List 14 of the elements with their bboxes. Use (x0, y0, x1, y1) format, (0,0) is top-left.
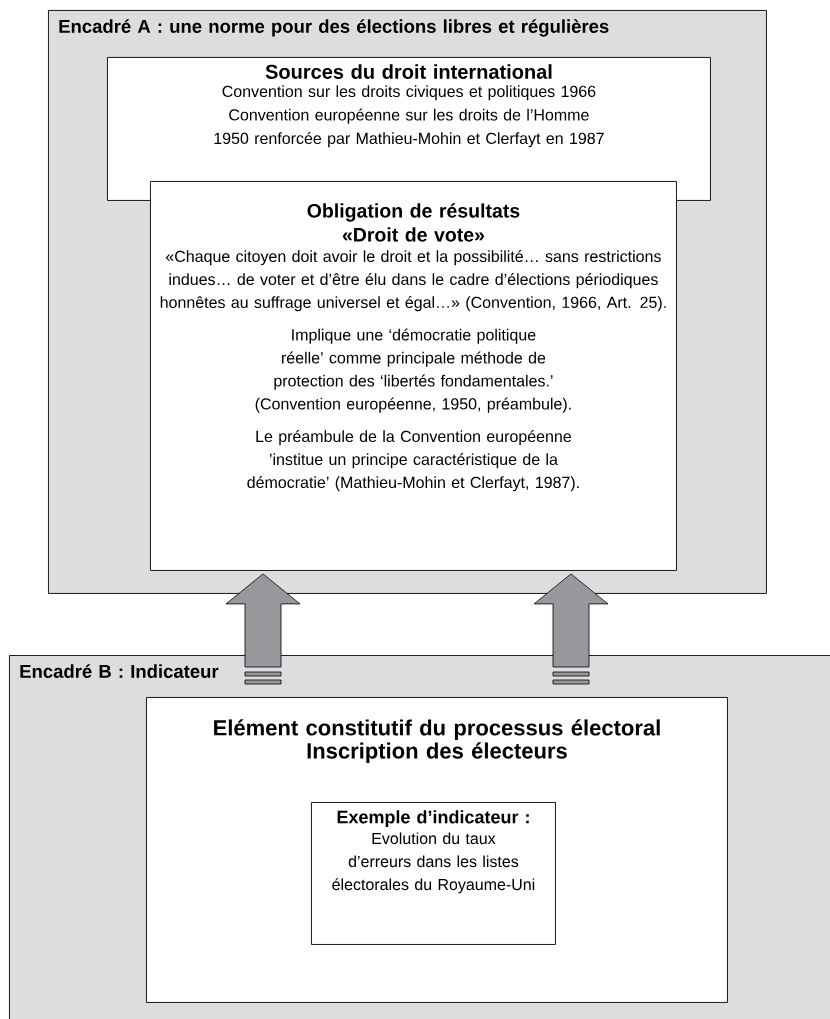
body-text: Le préambule de la Convention européenne ’institue un principe caractéristique de la démocratie’ (Mathieu-Mohin et Clerfayt, 1987). (247, 430, 579, 492)
body-text: Implique une ‘démocratie politique réelle’ comme principale méthode de protection des ‘libertés fondamentales.’ (Convention européenne, 1950, préambule). (255, 328, 571, 413)
heading: Encadré A : une norme pour des élections libres et régulières (59, 19, 609, 37)
block-arrow (533, 573, 609, 685)
heading: Obligation de résultats «Droit de vote» (307, 203, 520, 242)
heading: Inscription des électeurs (307, 742, 567, 763)
block-arrow (225, 573, 301, 685)
body-text: Convention sur les droits civiques et politiques 1966 Convention européenne sur les droits de l’Homme 1950 renforcée par Mathieu-Mohin et Clerfayt en 1987 (214, 85, 604, 148)
heading: Encadré B : Indicateur (20, 664, 219, 678)
heading: Exemple d’indicateur : (337, 810, 529, 827)
heading: Sources du droit international (265, 64, 552, 79)
body-text: «Chaque citoyen doit avoir le droit et la possibilité… sans restrictions indues… de voter et d’être élu dans le cadre d’élections périodiques honnêtes au suffrage universel et égal…» (Convention, 1966, Art. 25). (160, 250, 666, 312)
body-text: Evolution du taux d’erreurs dans les listes électorales du Royaume-Uni (332, 832, 535, 894)
heading: Elément constitutif du processus électoral (214, 719, 660, 740)
